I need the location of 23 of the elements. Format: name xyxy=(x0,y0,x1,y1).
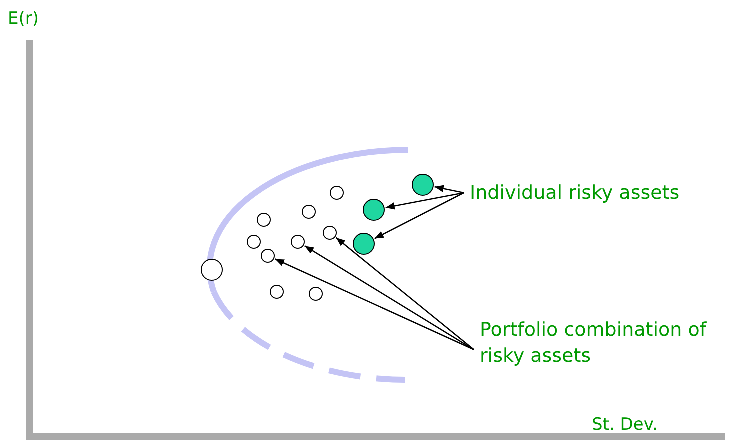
asset-circle xyxy=(353,233,375,255)
asset-circle xyxy=(412,174,434,196)
arrow xyxy=(434,185,464,194)
arrow xyxy=(304,246,474,350)
portfolio-circle xyxy=(309,287,323,301)
asset-circle xyxy=(363,199,385,221)
arrow xyxy=(386,192,464,210)
portfolio-circle xyxy=(257,213,271,227)
callout-text: Individual risky assets xyxy=(470,180,730,206)
portfolio-circle xyxy=(261,249,275,263)
portfolio-circle xyxy=(323,226,337,240)
portfolio-circle xyxy=(330,186,344,200)
axis-label: St. Dev. xyxy=(592,414,658,437)
axis-label: E(r) xyxy=(8,8,39,31)
arrow xyxy=(275,258,474,350)
portfolio-circle xyxy=(270,285,284,299)
callout-text: Portfolio combination of risky assets xyxy=(480,317,712,369)
arrow xyxy=(374,192,464,240)
portfolio-circle xyxy=(302,205,316,219)
portfolio-circle xyxy=(291,235,305,249)
portfolio-circle xyxy=(247,235,261,249)
portfolio-circle xyxy=(201,259,223,281)
arrow xyxy=(336,237,474,350)
